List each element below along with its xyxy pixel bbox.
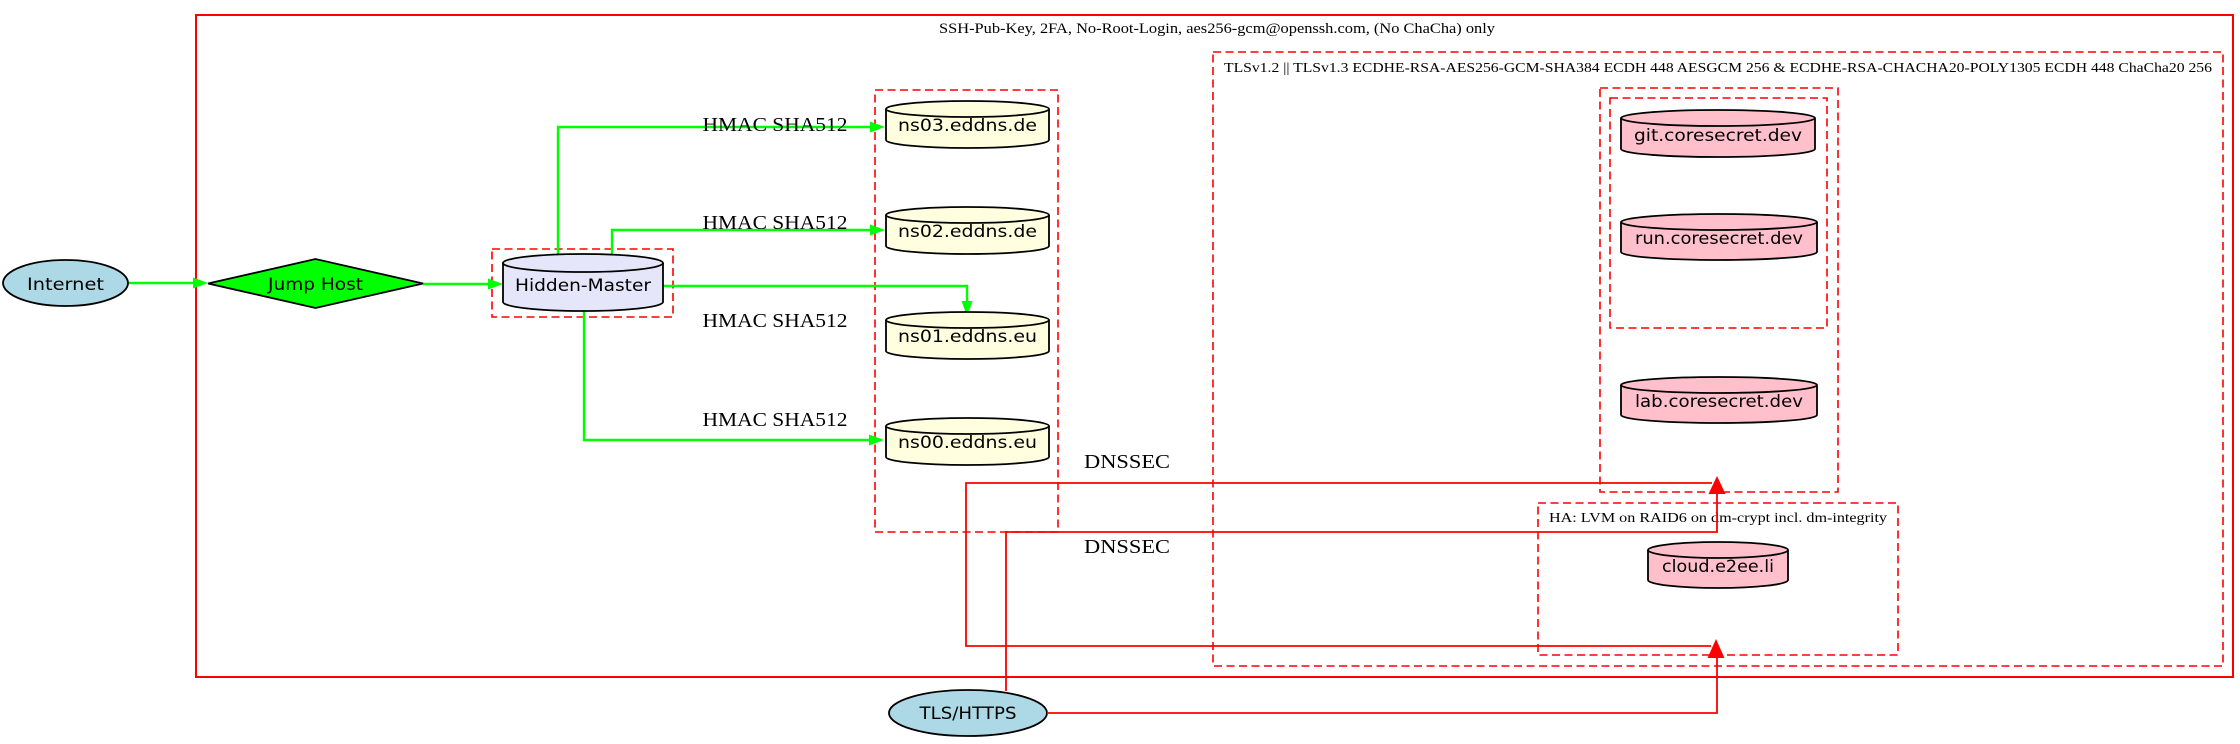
node-cloud-cylinder: [1647, 541, 1789, 589]
edge-label-hmac-ns01: HMAC SHA512: [703, 310, 848, 332]
lab-cylinder-rim: [1620, 384, 1818, 394]
cluster-tls-label: TLSv1.2 || TLSv1.3 ECDHE-RSA-AES256-GCM-…: [1224, 61, 2212, 76]
edge-hiddenmaster-to-ns01: [663, 284, 969, 302]
arrowhead-into-ha-cluster: [1707, 639, 1725, 658]
edge-hiddenmaster-to-ns02: [610, 228, 871, 261]
ns00-cylinder-rim: [885, 425, 1050, 435]
edge-hiddenmaster-to-ns03: [556, 125, 871, 261]
node-ns00-cylinder: [885, 417, 1050, 466]
node-ns03-cylinder: [885, 100, 1050, 149]
node-ns02-label: ns02.eddns.de: [898, 222, 1037, 242]
edge-label-hmac-ns00: HMAC SHA512: [703, 409, 848, 431]
edge-hiddenmaster-to-ns00: [582, 307, 870, 442]
node-lab-cylinder: [1620, 376, 1818, 424]
cloud-cylinder-rim: [1647, 549, 1789, 559]
node-run-cylinder: [1620, 213, 1818, 261]
arrowhead-hiddenmaster-to-ns00: [869, 434, 884, 446]
edge-tlshttps-to-ha: [1047, 657, 1718, 714]
node-jump-host-label: Jump Host: [267, 275, 363, 295]
node-ns03-label: ns03.eddns.de: [898, 116, 1037, 136]
edge-dnssec-paths: [965, 482, 1712, 647]
node-ns00-label: ns00.eddns.eu: [898, 433, 1037, 453]
node-tls-https-label: TLS/HTTPS: [918, 704, 1016, 724]
run-cylinder-rim: [1620, 221, 1818, 231]
node-run-label: run.coresecret.dev: [1635, 229, 1803, 249]
node-ns01-cylinder: [885, 311, 1050, 360]
cluster-coresecret-inner-box: [1609, 97, 1828, 329]
cluster-ha-label: HA: LVM on RAID6 on dm-crypt incl. dm-in…: [1549, 511, 1887, 526]
ns01-cylinder-rim: [885, 319, 1050, 329]
cluster-coresecret-outer-box: [1599, 87, 1839, 493]
ns02-cylinder-rim: [885, 214, 1050, 224]
arrowhead-hiddenmaster-to-ns01: [961, 301, 973, 316]
arrowhead-into-coresecret-cluster: [1708, 476, 1726, 494]
git-cylinder-rim: [1620, 117, 1816, 127]
edge-label-hmac-ns03: HMAC SHA512: [703, 114, 848, 136]
arrowhead-hiddenmaster-to-ns02: [870, 224, 885, 236]
node-git-label: git.coresecret.dev: [1634, 126, 1802, 146]
edge-label-dnssec-2: DNSSEC: [1084, 536, 1170, 558]
node-ns01-label: ns01.eddns.eu: [898, 327, 1037, 347]
node-internet-label: Internet: [27, 275, 104, 295]
cluster-ssh-label: SSH-Pub-Key, 2FA, No-Root-Login, aes256-…: [939, 21, 1496, 37]
node-jump-host: [207, 258, 424, 309]
edge-tlshttps-to-coresecret: [1005, 493, 1718, 691]
cluster-ssh-box: [195, 14, 2234, 678]
hidden-master-cylinder-rim: [502, 262, 664, 273]
node-internet: [2, 259, 129, 307]
arrowhead-hiddenmaster-to-ns03: [870, 121, 885, 133]
node-hidden-master-cylinder: [502, 253, 664, 312]
node-ns02-cylinder: [885, 206, 1050, 255]
node-git-cylinder: [1620, 109, 1816, 158]
arrowhead-internet-to-jumphost: [193, 277, 208, 289]
arrowhead-jumphost-to-hiddenmaster: [488, 278, 503, 290]
node-cloud-label: cloud.e2ee.li: [1662, 557, 1774, 577]
ns03-cylinder-rim: [885, 108, 1050, 118]
node-lab-label: lab.coresecret.dev: [1635, 392, 1803, 412]
node-hidden-master-label: Hidden-Master: [515, 276, 651, 296]
cluster-tls-box: [1212, 51, 2224, 667]
edge-label-dnssec-1: DNSSEC: [1084, 451, 1170, 473]
edge-label-hmac-ns02: HMAC SHA512: [703, 212, 848, 234]
